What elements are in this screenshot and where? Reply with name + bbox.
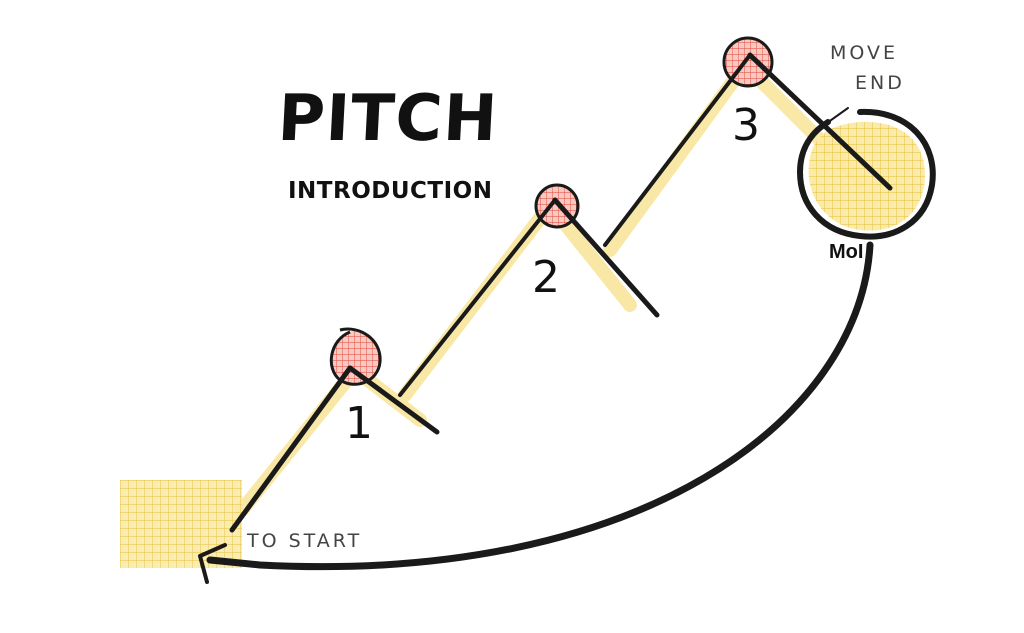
return-arrow-icon — [206, 241, 874, 571]
stroke-down-1 — [347, 365, 440, 435]
step-number-1: 1 — [345, 398, 373, 449]
stroke-down-3 — [747, 52, 893, 191]
to-start-label: TO START — [247, 530, 363, 552]
pivot-circle-icon — [329, 327, 382, 386]
stroke-entry — [819, 107, 849, 129]
stroke-connect-2 — [603, 53, 752, 247]
diagram-subtitle: INTRODUCTION — [288, 178, 493, 204]
start-grid-square — [120, 480, 242, 568]
end-circle-icon — [796, 108, 936, 240]
end-circle-fill — [808, 121, 925, 231]
stroke-connect-1 — [398, 198, 557, 397]
step-number-2: 2 — [532, 252, 560, 303]
diagram-title: PITCH — [276, 82, 500, 156]
stroke-up-1 — [229, 365, 353, 533]
pitch-strokes — [229, 52, 893, 533]
moi-label: MoI — [829, 241, 864, 263]
highlight-band-2 — [398, 193, 637, 402]
stroke-down-2 — [552, 197, 660, 318]
end-label: END — [855, 72, 905, 94]
step-number-3: 3 — [732, 100, 760, 151]
move-label: MOVE — [830, 42, 899, 64]
return-arrowhead-icon — [198, 543, 227, 584]
